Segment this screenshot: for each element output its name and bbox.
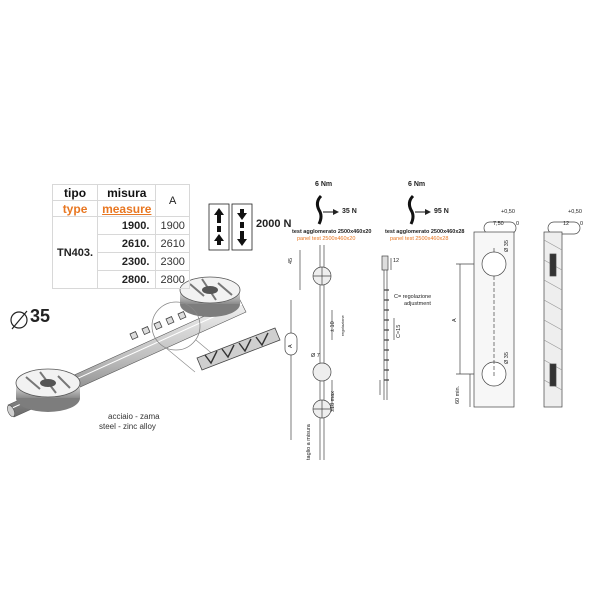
measure-row-1: 1900. (97, 216, 157, 235)
dim-a: A (288, 344, 294, 348)
measure-row-2: 2610. (97, 234, 157, 253)
header-type: type (51, 200, 99, 217)
test2-english: panel test 2500x460x28 (390, 236, 449, 242)
value-row-1: 1900 (155, 216, 190, 235)
load-value: 2000 N (256, 218, 292, 230)
test2-italian: test agglomerato 2500x460x28 (385, 229, 465, 235)
dim-a-panel: A (452, 318, 458, 322)
adjustment-note-italian: C= regolazione (394, 294, 432, 300)
section-view-side (379, 255, 395, 400)
test1-torque: 6 Nm (315, 181, 333, 188)
header-tipo: tipo (51, 184, 99, 201)
test1-pull: 35 N (342, 208, 357, 215)
dim-7-50: 7,50 (493, 221, 504, 227)
test1-italian: test agglomerato 2500x460x20 (292, 229, 372, 235)
torque-test-1-icon (315, 194, 339, 225)
section-view-front (284, 245, 333, 460)
type-code: TN403. (51, 216, 99, 289)
tolerance-2-top: +0,50 (568, 209, 582, 215)
dim-c15: C=15 (396, 324, 402, 338)
dim-7: Ø 7 (311, 353, 320, 359)
panel-section-view (543, 221, 581, 408)
hole-diameter-bottom: Ø 35 (504, 352, 510, 364)
measure-row-4: 2800. (97, 270, 157, 289)
diameter-value: 35 (30, 306, 51, 326)
cam-hub-right (179, 276, 241, 317)
test2-pull: 95 N (434, 208, 449, 215)
cut-to-size-label: taglio a misura (306, 424, 312, 460)
dim-60-min: 60 min. (455, 385, 461, 404)
header-a: A (155, 184, 190, 217)
test1-english: panel test 2500x460x20 (297, 236, 356, 242)
dim-18: ±18 max (330, 390, 336, 412)
detail-magnifier (151, 301, 281, 373)
test2-torque: 6 Nm (408, 181, 426, 188)
value-row-2: 2610 (155, 234, 190, 253)
cam-hub-left (15, 368, 81, 412)
tolerance-2-bottom: 0 (580, 221, 584, 227)
load-arrows-box (208, 203, 253, 251)
material-english: steel - zinc alloy (99, 422, 156, 431)
hole-diameter-top: Ø 35 (504, 240, 510, 252)
adjustment-note-english: adjustment (404, 301, 431, 307)
header-measure: measure (97, 200, 157, 217)
value-row-3: 2300 (155, 252, 190, 271)
value-row-4: 2800 (155, 270, 190, 289)
dim-12-panel: 12 (563, 221, 570, 227)
dim-12: 12 (393, 258, 400, 264)
type-measure-table: tipo misura A type measure TN403. 1900. … (51, 184, 190, 289)
header-misura: misura (97, 184, 157, 201)
dim-10: ± 10 (330, 321, 336, 332)
tolerance-1-bottom: 0 (516, 221, 520, 227)
diameter-symbol (10, 310, 28, 330)
panel-front-view (456, 221, 517, 408)
tolerance-1-top: +0,50 (501, 209, 515, 215)
material-italian: acciaio - zama (108, 412, 160, 421)
dim-45: 45 (288, 257, 294, 264)
torque-test-2-icon (407, 194, 431, 225)
regolazione-label: regolazione (340, 315, 345, 336)
measure-row-3: 2300. (97, 252, 157, 271)
